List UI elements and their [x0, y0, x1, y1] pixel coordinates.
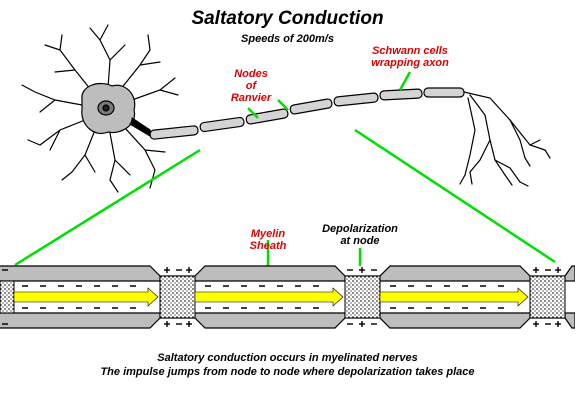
- axon-zoom-section: [0, 265, 575, 329]
- pointer-lines: [14, 71, 556, 267]
- caption-line-1: Saltatory conduction occurs in myelinate…: [157, 352, 418, 364]
- nodes-of-ranvier-label: Nodes of Ranvier: [230, 68, 272, 104]
- diagram-subtitle: Speeds of 200m/s: [241, 33, 334, 45]
- impulse-arrows: [13, 287, 529, 307]
- neuron-illustration: [21, 24, 551, 193]
- axon-terminals: [459, 91, 551, 187]
- schwann-cells-label: Schwann cells wrapping axon: [371, 45, 449, 69]
- internal-charges: [22, 285, 504, 309]
- dendrites: [21, 24, 179, 193]
- caption-line-2: The impulse jumps from node to node wher…: [100, 366, 475, 378]
- diagram-title: Saltatory Conduction: [191, 8, 384, 29]
- node-charges: [2, 267, 561, 327]
- depolarization-label: Depolarization at node: [322, 223, 398, 247]
- myelin-sheath-label: Myelin Sheath: [249, 228, 287, 252]
- myelinated-axon: [149, 87, 465, 140]
- nodes-of-ranvier: [0, 275, 566, 319]
